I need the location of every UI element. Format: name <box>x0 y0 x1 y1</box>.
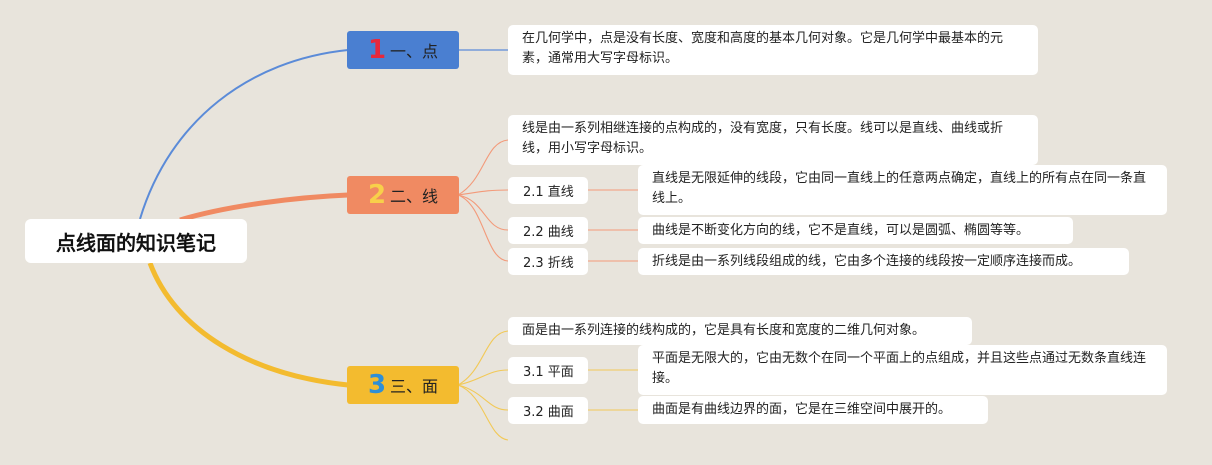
desc-surface[interactable]: 面是由一系列连接的线构成的，它是具有长度和宽度的二维几何对象。 <box>508 317 972 345</box>
desc-line[interactable]: 线是由一系列相继连接的点构成的，没有宽度，只有长度。线可以是直线、曲线或折线，用… <box>508 115 1038 165</box>
link-root-branch-2 <box>179 192 349 223</box>
link-branch-3-tail <box>457 384 509 441</box>
desc-curved-surface[interactable]: 曲面是有曲线边界的面，它是在三维空间中展开的。 <box>638 396 988 424</box>
sub-topic-curve[interactable]: 2.2 曲线 <box>508 217 588 244</box>
branch-number: 2 <box>367 180 387 210</box>
branch-label: 二、线 <box>390 187 439 206</box>
desc-text: 曲面是有曲线边界的面，它是在三维空间中展开的。 <box>652 402 952 417</box>
root-title: 点线面的知识笔记 <box>56 230 216 255</box>
branch-number: 1 <box>367 35 387 65</box>
root-topic[interactable]: 点线面的知识笔记 <box>25 219 247 263</box>
desc-polyline[interactable]: 折线是由一系列线段组成的线，它由多个连接的线段按一定顺序连接而成。 <box>638 248 1129 275</box>
link-branch-3-desc <box>457 330 509 386</box>
sub-topic-polyline[interactable]: 2.3 折线 <box>508 248 588 275</box>
link-root-branch-3 <box>147 262 349 388</box>
desc-text: 线是由一系列相继连接的点构成的，没有宽度，只有长度。线可以是直线、曲线或折线，用… <box>522 121 1004 156</box>
branch-surface[interactable]: 3 三、面 <box>347 366 459 404</box>
sub-topic-plane[interactable]: 3.1 平面 <box>508 357 588 384</box>
link-branch-3-sub-2 <box>457 384 509 411</box>
link-branch-3-sub-1 <box>457 369 509 386</box>
sub-topic-straight-line[interactable]: 2.1 直线 <box>508 177 588 204</box>
desc-curve[interactable]: 曲线是不断变化方向的线，它不是直线，可以是圆弧、椭圆等等。 <box>638 217 1073 244</box>
branch-label: 三、面 <box>390 377 439 396</box>
sub-topic-curved-surface[interactable]: 3.2 曲面 <box>508 397 588 424</box>
link-branch-2-sub-2 <box>457 194 509 231</box>
sub-topic-label: 3.1 平面 <box>523 365 574 380</box>
branch-label: 一、点 <box>390 42 439 61</box>
sub-topic-label: 3.2 曲面 <box>523 405 574 420</box>
link-branch-2-desc <box>457 139 509 196</box>
branch-number: 3 <box>367 370 387 400</box>
link-branch-2-sub-1 <box>457 189 509 196</box>
desc-straight-line[interactable]: 直线是无限延伸的线段，它由同一直线上的任意两点确定，直线上的所有点在同一条直线上… <box>638 165 1167 215</box>
link-branch-2-sub-3 <box>457 194 509 262</box>
desc-text: 面是由一系列连接的线构成的，它是具有长度和宽度的二维几何对象。 <box>522 323 926 338</box>
desc-text: 直线是无限延伸的线段，它由同一直线上的任意两点确定，直线上的所有点在同一条直线上… <box>652 171 1147 206</box>
desc-plane[interactable]: 平面是无限大的，它由无数个在同一个平面上的点组成，并且这些点通过无数条直线连接。 <box>638 345 1167 395</box>
branch-point[interactable]: 1 一、点 <box>347 31 459 69</box>
desc-text: 在几何学中，点是没有长度、宽度和高度的基本几何对象。它是几何学中最基本的元素，通… <box>522 31 1004 66</box>
sub-topic-label: 2.2 曲线 <box>523 225 574 240</box>
link-root-branch-1 <box>139 49 349 220</box>
sub-topic-label: 2.3 折线 <box>523 256 574 271</box>
desc-text: 平面是无限大的，它由无数个在同一个平面上的点组成，并且这些点通过无数条直线连接。 <box>652 351 1147 386</box>
desc-text: 曲线是不断变化方向的线，它不是直线，可以是圆弧、椭圆等等。 <box>652 223 1030 238</box>
branch-line[interactable]: 2 二、线 <box>347 176 459 214</box>
desc-text: 折线是由一系列线段组成的线，它由多个连接的线段按一定顺序连接而成。 <box>652 254 1082 269</box>
desc-point[interactable]: 在几何学中，点是没有长度、宽度和高度的基本几何对象。它是几何学中最基本的元素，通… <box>508 25 1038 75</box>
sub-topic-label: 2.1 直线 <box>523 185 574 200</box>
